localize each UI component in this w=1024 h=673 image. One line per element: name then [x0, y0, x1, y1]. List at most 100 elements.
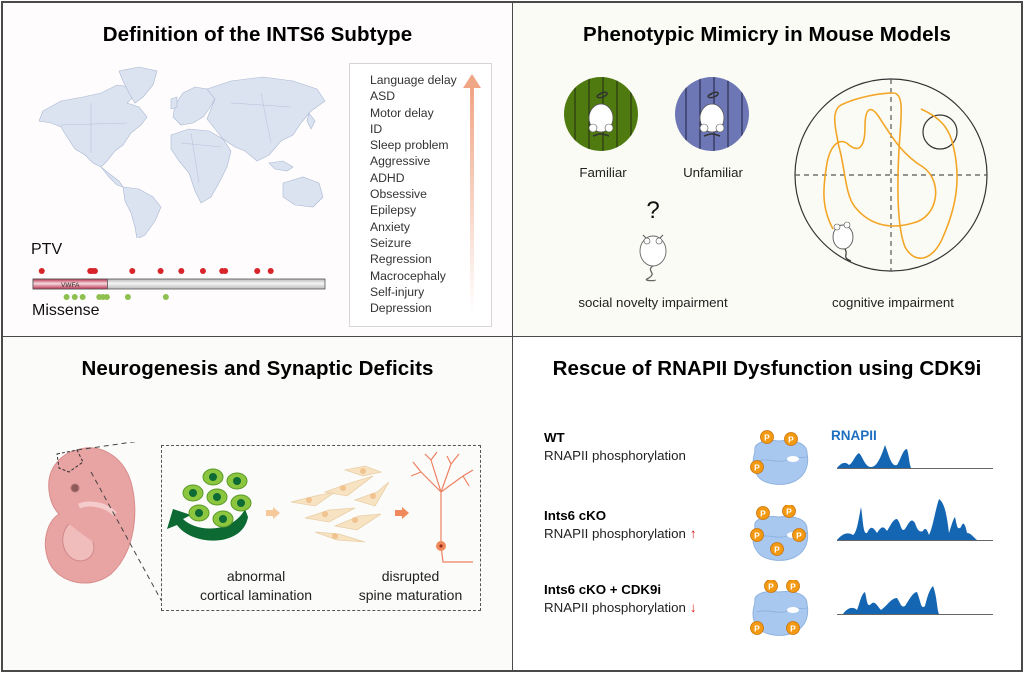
rnapii-track-cdk9i [837, 586, 993, 615]
condition-name: WT [544, 430, 565, 445]
continent-europe [172, 86, 216, 126]
condition-desc: RNAPII phosphorylation [544, 448, 686, 463]
phospho-group-icon: P [792, 528, 806, 542]
caption-line: disrupted [381, 568, 440, 584]
swimming-mouse-icon [832, 221, 854, 262]
panel-rescue: Rescue of RNAPII Dysfunction using CDK9i… [512, 336, 1023, 672]
signal-peaks [837, 499, 977, 540]
continent-africa [170, 128, 232, 204]
unfamiliar-mouse-cage [675, 77, 749, 151]
ptv-variant-dot [254, 268, 261, 274]
frequency-arrow-icon [463, 74, 481, 312]
question-mark: ? [646, 197, 660, 224]
condition-desc: RNAPII phosphorylation [544, 600, 686, 615]
phenotype-item: ASD [370, 89, 396, 104]
protein-diagram: VWFA [32, 268, 326, 300]
mouse-icon [699, 91, 725, 137]
rnapii-polymerase-icon: P P P P P [750, 505, 809, 561]
phenotype-item: Motor delay [370, 105, 434, 120]
svg-text:P: P [754, 462, 760, 472]
water-maze-diagram [794, 78, 988, 272]
panel-neurogenesis: Neurogenesis and Synaptic Deficits [1, 336, 513, 672]
phospho-group-icon: P [786, 621, 800, 635]
cognitive-caption: cognitive impairment [832, 295, 954, 310]
phenotype-item: Language delay [370, 73, 457, 87]
condition-name: Ints6 cKO + CDK9i [544, 582, 662, 597]
mouse-icon [588, 91, 614, 137]
condition-desc: RNAPII phosphorylation [544, 526, 686, 541]
missense-variant-dot [71, 294, 78, 300]
phospho-group-icon: P [756, 506, 770, 520]
ptv-variant-dot [199, 268, 206, 274]
phenotype-item: Anxiety [370, 219, 410, 234]
lamination-caption: abnormal cortical lamination [181, 567, 331, 605]
arrow-up-icon: ↑ [689, 526, 697, 541]
familiar-mouse-cage [564, 77, 638, 151]
svg-text:P: P [754, 530, 760, 540]
caption-line: cortical lamination [199, 587, 313, 603]
condition-name: Ints6 cKO [544, 508, 607, 523]
arrow-right-icon [266, 507, 280, 519]
phospho-group-icon: P [750, 528, 764, 542]
familiar-label: Familiar [579, 165, 627, 180]
rnapii-polymerase-icon: P P P [750, 430, 809, 485]
arrow-right-icon [395, 507, 409, 519]
ptv-label: PTV [31, 241, 63, 258]
embryo-illustration [44, 447, 136, 584]
caption-line: abnormal [226, 568, 286, 584]
phospho-group-icon: P [784, 432, 798, 446]
condition-wt: WT RNAPII phosphorylation [544, 429, 686, 465]
embryo-eye [70, 483, 80, 493]
continent-north-america [38, 84, 148, 168]
phospho-group-icon: P [770, 542, 784, 556]
panel-mouse-models: Phenotypic Mimicry in Mouse Models Famil… [512, 1, 1023, 337]
phenotype-item: ID [370, 121, 383, 136]
arrow-down-icon: ↓ [689, 600, 697, 615]
zoom-inset-box [161, 445, 481, 611]
caption-line: spine maturation [358, 587, 463, 603]
svg-text:P: P [754, 623, 760, 633]
missense-variant-dot [63, 294, 70, 300]
missense-variant-dot [103, 294, 110, 300]
svg-text:P: P [796, 530, 802, 540]
signal-peaks [837, 445, 911, 468]
panel-title: Rescue of RNAPII Dysfunction using CDK9i [552, 357, 982, 380]
panel-title: Definition of the INTS6 Subtype [102, 23, 413, 46]
zoom-region [56, 449, 84, 473]
spine-caption: disrupted spine maturation [343, 567, 478, 605]
progenitor-cells-icon [167, 468, 252, 541]
phospho-group-icon: P [760, 430, 774, 444]
continent-south-america [122, 186, 162, 238]
svg-text:P: P [760, 508, 766, 518]
svg-text:P: P [790, 581, 796, 591]
missense-label: Missense [32, 302, 100, 319]
signal-peaks [843, 586, 939, 614]
ptv-variant-dot [91, 268, 98, 274]
test-mouse-icon [639, 234, 667, 282]
continent-greenland [118, 66, 158, 104]
missense-variant-dot [124, 294, 131, 300]
svg-text:P: P [786, 506, 792, 516]
rnapii-track-cko [837, 499, 993, 541]
rnapii-track-wt [837, 445, 993, 469]
missense-variants [63, 294, 169, 300]
svg-text:P: P [764, 432, 770, 442]
phenotype-item: Sleep problem [370, 138, 449, 153]
ptv-variants [38, 268, 274, 274]
ptv-variant-dot [38, 268, 45, 274]
phenotype-item: Depression [370, 301, 432, 316]
phenotype-item: ADHD [370, 170, 405, 185]
ptv-variant-dot [129, 268, 136, 274]
vwfa-domain [32, 278, 108, 290]
zoom-lines [76, 442, 162, 601]
migrating-neurons-icon [290, 465, 390, 543]
svg-text:P: P [774, 544, 780, 554]
phenotype-item: Macrocephaly [370, 268, 446, 283]
rnapii-track-label: RNAPII [831, 428, 877, 443]
phospho-group-icon: P [782, 505, 796, 518]
svg-text:P: P [790, 623, 796, 633]
phenotype-item: Seizure [370, 235, 412, 250]
